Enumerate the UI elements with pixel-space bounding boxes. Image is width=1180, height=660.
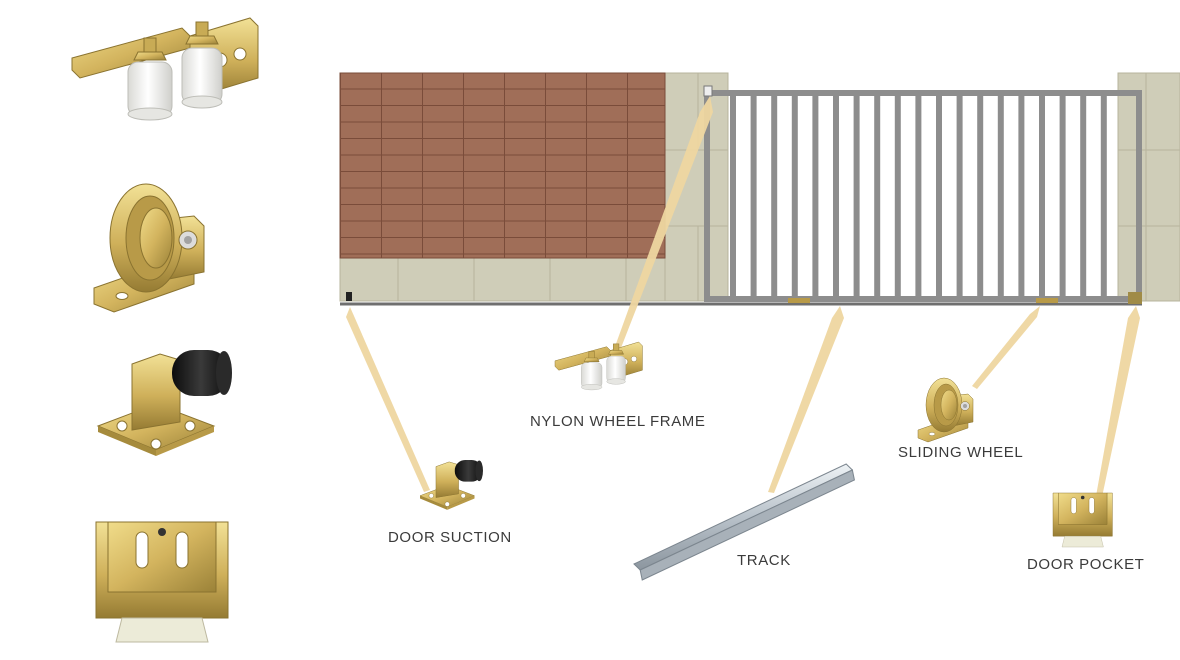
sliding-wheel-label: SLIDING WHEEL (898, 444, 1024, 461)
wheel-marker-2 (1036, 298, 1058, 303)
door-suction-label: DOOR SUCTION (388, 529, 512, 546)
sliding-gate (704, 90, 1142, 302)
door-pocket-callout-icon (1052, 492, 1113, 548)
pointer-door-suction (346, 307, 430, 492)
door-pocket-marker (1128, 292, 1142, 304)
door-suction-icon (97, 349, 233, 457)
pointer-door-pocket (1096, 306, 1140, 497)
pointer-nylon-frame (613, 96, 713, 353)
door-pocket-icon (95, 521, 229, 643)
door-suction-callout-icon (419, 459, 484, 511)
nylon-wheel-frame-icon (71, 17, 259, 121)
pointer-sliding-wheel (972, 306, 1040, 389)
sliding-wheel-icon (93, 183, 205, 313)
door-suction-marker (346, 292, 352, 301)
sliding-wheel-callout-icon (917, 377, 974, 443)
pointer-track (768, 306, 844, 493)
nylon-wheel-frame-label: NYLON WHEEL FRAME (530, 413, 706, 430)
track-label: TRACK (737, 552, 791, 569)
wheel-marker-1 (788, 298, 810, 303)
nylon-frame-marker (703, 85, 713, 97)
brick-panel (339, 72, 666, 259)
door-pocket-label: DOOR POCKET (1027, 556, 1145, 573)
nylon-wheel-frame-callout-icon (554, 341, 643, 391)
wall-pillar-right (1117, 72, 1180, 302)
